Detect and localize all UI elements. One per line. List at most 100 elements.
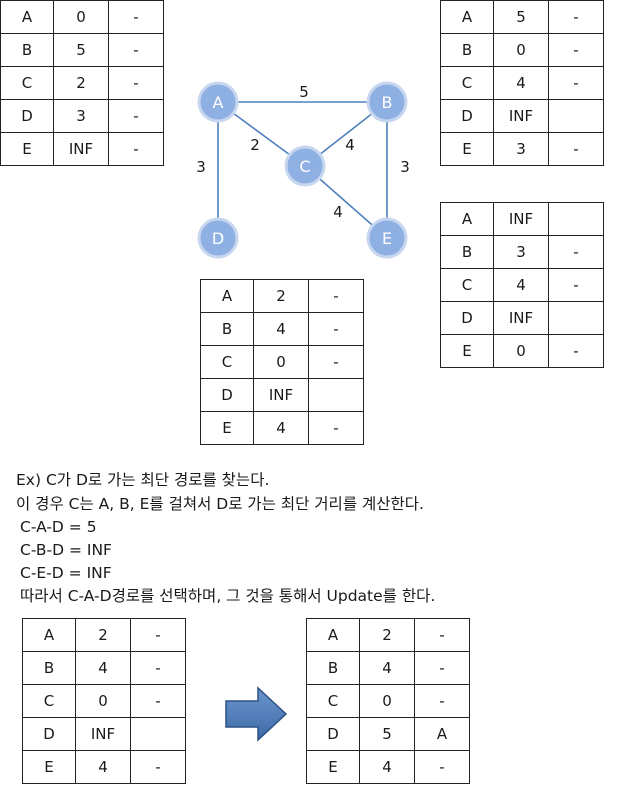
destination-cell: D: [0, 99, 54, 133]
destination-cell: A: [440, 0, 494, 34]
distance-cell: 4: [493, 66, 549, 100]
destination-cell: B: [0, 33, 54, 67]
next-hop-cell: -: [414, 684, 470, 718]
distance-cell: INF: [253, 378, 309, 412]
destination-cell: D: [440, 301, 494, 335]
next-hop-cell: -: [548, 235, 604, 269]
distance-cell: 2: [359, 618, 415, 652]
destination-cell: E: [440, 334, 494, 368]
next-hop-cell: A: [414, 717, 470, 751]
distance-cell: 0: [493, 334, 549, 368]
node-d: [197, 217, 239, 259]
text-line-5: C-E-D = INF: [20, 564, 112, 582]
destination-cell: E: [22, 750, 76, 784]
next-hop-cell: -: [308, 345, 364, 379]
node-e: [366, 217, 408, 259]
destination-cell: E: [200, 411, 254, 445]
node-label: D: [212, 229, 224, 248]
next-hop-cell: [548, 301, 604, 335]
next-hop-cell: -: [308, 312, 364, 346]
distance-cell: INF: [53, 132, 109, 166]
destination-cell: C: [200, 345, 254, 379]
distance-cell: 4: [359, 750, 415, 784]
next-hop-cell: -: [130, 684, 186, 718]
distance-cell: 4: [359, 651, 415, 685]
distance-cell: 4: [493, 268, 549, 302]
destination-cell: B: [440, 235, 494, 269]
distance-cell: INF: [75, 717, 131, 751]
distance-cell: 5: [493, 0, 549, 34]
next-hop-cell: -: [108, 66, 164, 100]
destination-cell: B: [200, 312, 254, 346]
distance-cell: 5: [53, 33, 109, 67]
right-arrow-icon: [225, 686, 288, 742]
distance-cell: 0: [493, 33, 549, 67]
next-hop-cell: -: [108, 99, 164, 133]
edge-weight-label: 4: [345, 136, 355, 154]
node-b: [366, 81, 408, 123]
destination-cell: C: [22, 684, 76, 718]
node-label: A: [213, 93, 224, 112]
destination-cell: C: [440, 66, 494, 100]
node-label: E: [382, 229, 392, 248]
destination-cell: A: [200, 279, 254, 313]
node-label: B: [382, 93, 393, 112]
next-hop-cell: -: [548, 0, 604, 34]
next-hop-cell: -: [548, 132, 604, 166]
text-line-1: Ex) C가 D로 가는 최단 경로를 찾는다.: [16, 471, 270, 489]
next-hop-cell: -: [414, 651, 470, 685]
distance-cell: 4: [253, 411, 309, 445]
next-hop-cell: [130, 717, 186, 751]
next-hop-cell: -: [308, 411, 364, 445]
distance-cell: INF: [493, 202, 549, 236]
destination-cell: D: [200, 378, 254, 412]
distance-cell: 4: [75, 750, 131, 784]
next-hop-cell: -: [108, 132, 164, 166]
node-a: [197, 81, 239, 123]
distance-cell: INF: [493, 301, 549, 335]
node-label: C: [299, 157, 310, 176]
distance-cell: 3: [53, 99, 109, 133]
next-hop-cell: [548, 202, 604, 236]
text-line-2: 이 경우 C는 A, B, E를 걸쳐서 D로 가는 최단 거리를 계산한다.: [16, 495, 424, 513]
distance-cell: 3: [493, 235, 549, 269]
destination-cell: E: [306, 750, 360, 784]
distance-cell: 4: [253, 312, 309, 346]
destination-cell: E: [0, 132, 54, 166]
edge-weight-label: 5: [299, 83, 309, 101]
destination-cell: A: [0, 0, 54, 34]
destination-cell: B: [22, 651, 76, 685]
next-hop-cell: -: [414, 618, 470, 652]
distance-cell: INF: [493, 99, 549, 133]
destination-cell: B: [306, 651, 360, 685]
distance-cell: 0: [359, 684, 415, 718]
next-hop-cell: -: [548, 66, 604, 100]
next-hop-cell: -: [130, 618, 186, 652]
destination-cell: A: [440, 202, 494, 236]
destination-cell: C: [440, 268, 494, 302]
distance-cell: 2: [75, 618, 131, 652]
next-hop-cell: -: [548, 334, 604, 368]
